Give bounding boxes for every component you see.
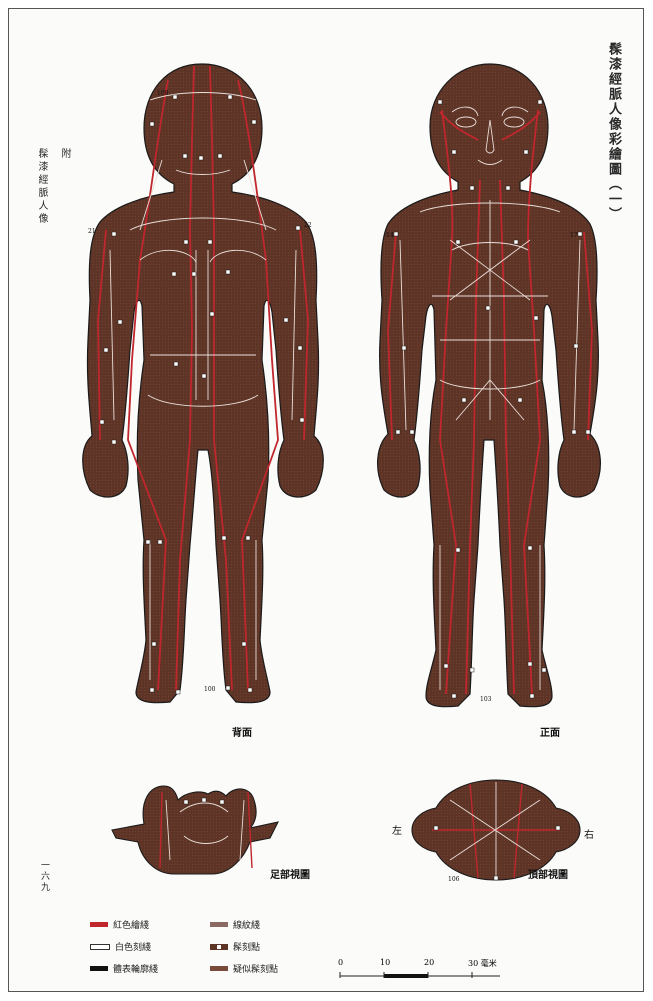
legend-swatch: [90, 944, 110, 950]
scale-tick-10: 10: [380, 958, 390, 967]
top-view-left-label: 左: [392, 822, 402, 837]
top-view-right-label: 右: [584, 826, 594, 841]
legend-label: 體表輪廓綫: [113, 962, 158, 975]
legend-swatch: [90, 922, 108, 927]
point-label-front-103: 103: [480, 696, 491, 703]
legend-item-outline: 體表輪廓綫: [90, 962, 158, 975]
point-label-back-21: 21: [88, 228, 96, 235]
caption-front: 正面: [540, 724, 560, 739]
legend-label: 紅色繪綫: [113, 918, 149, 931]
legend-item-suspected-point: 疑似髹刻點: [210, 962, 278, 975]
point-label-top-106: 106: [448, 876, 459, 883]
legend-swatch: [90, 966, 108, 971]
back-view-figure: [83, 64, 324, 703]
legend-item-red-line: 紅色繪綫: [90, 918, 149, 931]
legend-label: 髹刻點: [233, 940, 260, 953]
caption-back: 背面: [232, 724, 252, 739]
legend-label: 疑似髹刻點: [233, 962, 278, 975]
scale-tick-30: 30 毫米: [468, 958, 497, 969]
legend-item-texture-line: 線紋綫: [210, 918, 260, 931]
front-body-silhouette: [378, 64, 601, 707]
legend-swatch: [210, 944, 228, 950]
legend-item-point: 髹刻點: [210, 940, 260, 953]
point-label-back-22: 22: [304, 222, 312, 229]
caption-top: 頂部視圖: [528, 866, 568, 881]
caption-foot: 足部視圖: [270, 866, 310, 881]
legend-swatch: [210, 922, 228, 927]
point-label-front-17: 17: [570, 232, 578, 239]
top-view: [412, 780, 580, 880]
page-number: 一六九: [38, 860, 51, 893]
legend-label: 白色刻綫: [115, 940, 151, 953]
legend-swatch: [210, 966, 228, 971]
scale-bar: 0 10 20 30 毫米: [340, 958, 500, 986]
front-view-figure: [378, 64, 601, 707]
point-label-front-14: 14: [386, 232, 394, 239]
point-label-back-100: 100: [204, 686, 215, 693]
foot-view: [112, 786, 278, 874]
scale-tick-20: 20: [424, 958, 434, 967]
foot-silhouette: [112, 786, 278, 874]
scale-tick-0: 0: [338, 958, 343, 967]
point-label-back-108: 108: [157, 90, 168, 97]
legend-label: 線紋綫: [233, 918, 260, 931]
legend-item-white-line: 白色刻綫: [90, 940, 151, 953]
